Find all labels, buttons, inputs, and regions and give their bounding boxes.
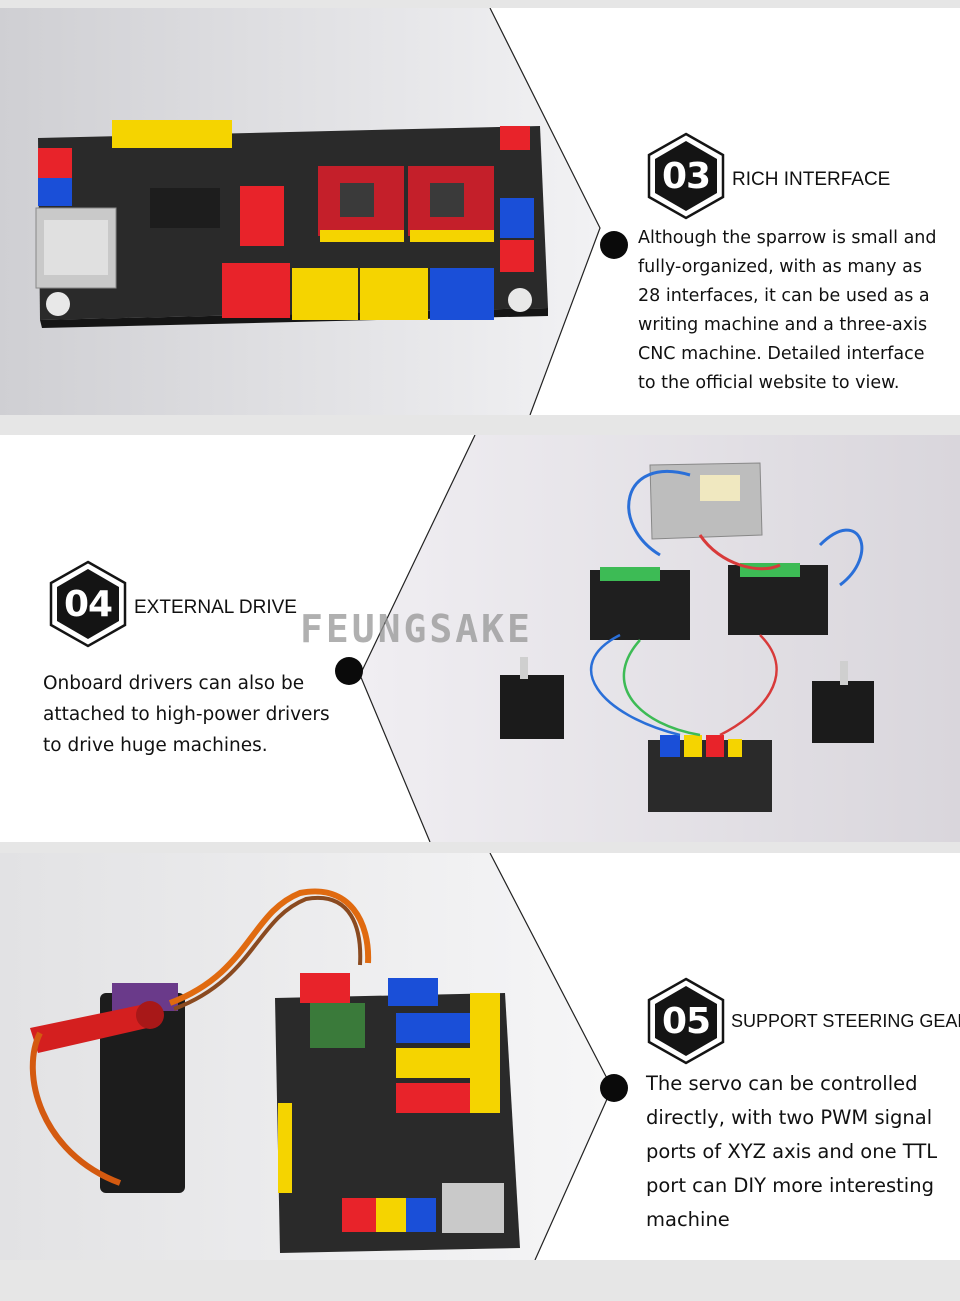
description-line: to drive huge machines. [43,735,268,756]
description-line: port can DIY more interesting [646,1174,934,1197]
feature-description: The servo can be controlled directly, wi… [646,1067,937,1237]
servo-photo [0,853,612,1260]
timeline-dot [600,231,628,259]
description-line: machine [646,1208,730,1231]
description-line: The servo can be controlled [646,1072,918,1095]
number-badge-03: 03 [646,132,726,220]
feature-section-steering-gear: 05 SUPPORT STEERING GEAR The servo can b… [0,853,960,1260]
description-line: Onboard drivers can also be [43,673,305,694]
description-line: to the official website to view. [638,373,900,393]
description-line: 28 interfaces, it can be used as a [638,286,930,306]
number-badge-04: 04 [48,560,128,648]
feature-title: RICH INTERFACE [732,169,891,190]
feature-section-rich-interface: 03 RICH INTERFACE Although the sparrow i… [0,8,960,415]
description-line: attached to high-power drivers [43,704,330,725]
watermark: FEUNGSAKE [300,607,533,651]
description-line: directly, with two PWM signal [646,1106,933,1129]
feature-title: SUPPORT STEERING GEAR [731,1011,960,1031]
board-photo [0,8,600,415]
number-badge-05: 05 [646,977,726,1065]
description-line: fully-organized, with as many as [638,257,922,277]
description-line: ports of XYZ axis and one TTL [646,1140,938,1163]
drivers-photo [360,435,960,842]
feature-description: Onboard drivers can also be attached to … [43,668,330,761]
divider-line [489,8,601,415]
timeline-dot [335,657,363,685]
description-line: CNC machine. Detailed interface [638,344,925,364]
timeline-dot [600,1074,628,1102]
description-line: writing machine and a three-axis [638,315,928,335]
description-line: Although the sparrow is small and [638,228,937,248]
feature-title: EXTERNAL DRIVE [134,597,297,618]
feature-section-external-drive: 04 EXTERNAL DRIVE Onboard drivers can al… [0,435,960,842]
feature-description: Although the sparrow is small and fully-… [638,224,937,398]
